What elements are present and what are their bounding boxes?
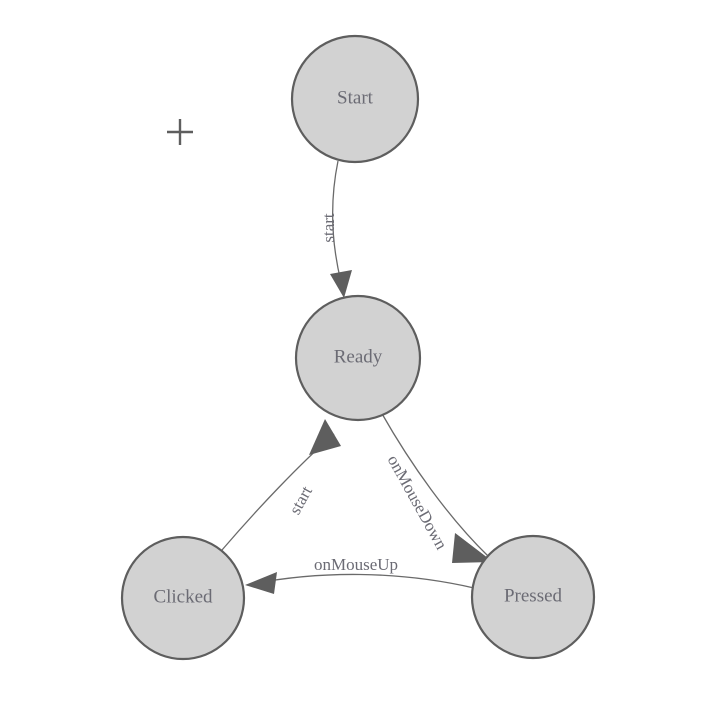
edge-ready-to-pressed-arrowhead-fill [452, 533, 493, 563]
edge-pressed-to-clicked-arrowhead [245, 572, 277, 594]
node-clicked[interactable]: Clicked [120, 535, 246, 661]
node-ready[interactable]: Ready [294, 294, 422, 422]
node-ready-label: Ready [334, 346, 383, 367]
node-ready-circle [294, 294, 422, 422]
node-clicked-circle [120, 535, 246, 661]
node-pressed[interactable]: Pressed [470, 534, 596, 660]
edge-label-start-to-ready: start [319, 213, 338, 243]
edge-ready-to-pressed-path [380, 411, 489, 557]
node-pressed-label: Pressed [504, 585, 563, 606]
edge-pressed-to-clicked-path [246, 573, 475, 589]
node-start-label: Start [337, 87, 374, 108]
edge-label-pressed-to-clicked: onMouseUp [314, 555, 398, 574]
node-pressed-circle [470, 534, 596, 660]
node-clicked-label: Clicked [153, 586, 213, 607]
edge-pressed-to-clicked[interactable]: onMouseUp [245, 555, 475, 594]
edge-start-to-ready-path [331, 160, 342, 283]
node-start[interactable]: Start [290, 34, 420, 164]
edge-label-clicked-to-ready: start [285, 483, 316, 518]
edge-ready-to-pressed[interactable]: onMouseDown [380, 411, 493, 563]
edge-start-to-ready[interactable]: start [319, 160, 352, 298]
node-start-circle [290, 34, 420, 164]
edge-start-to-ready-arrowhead [330, 270, 352, 298]
edge-clicked-to-ready[interactable]: start [221, 419, 341, 551]
crosshair-marker [167, 119, 193, 145]
edge-clicked-to-ready-arrowhead [309, 419, 341, 455]
